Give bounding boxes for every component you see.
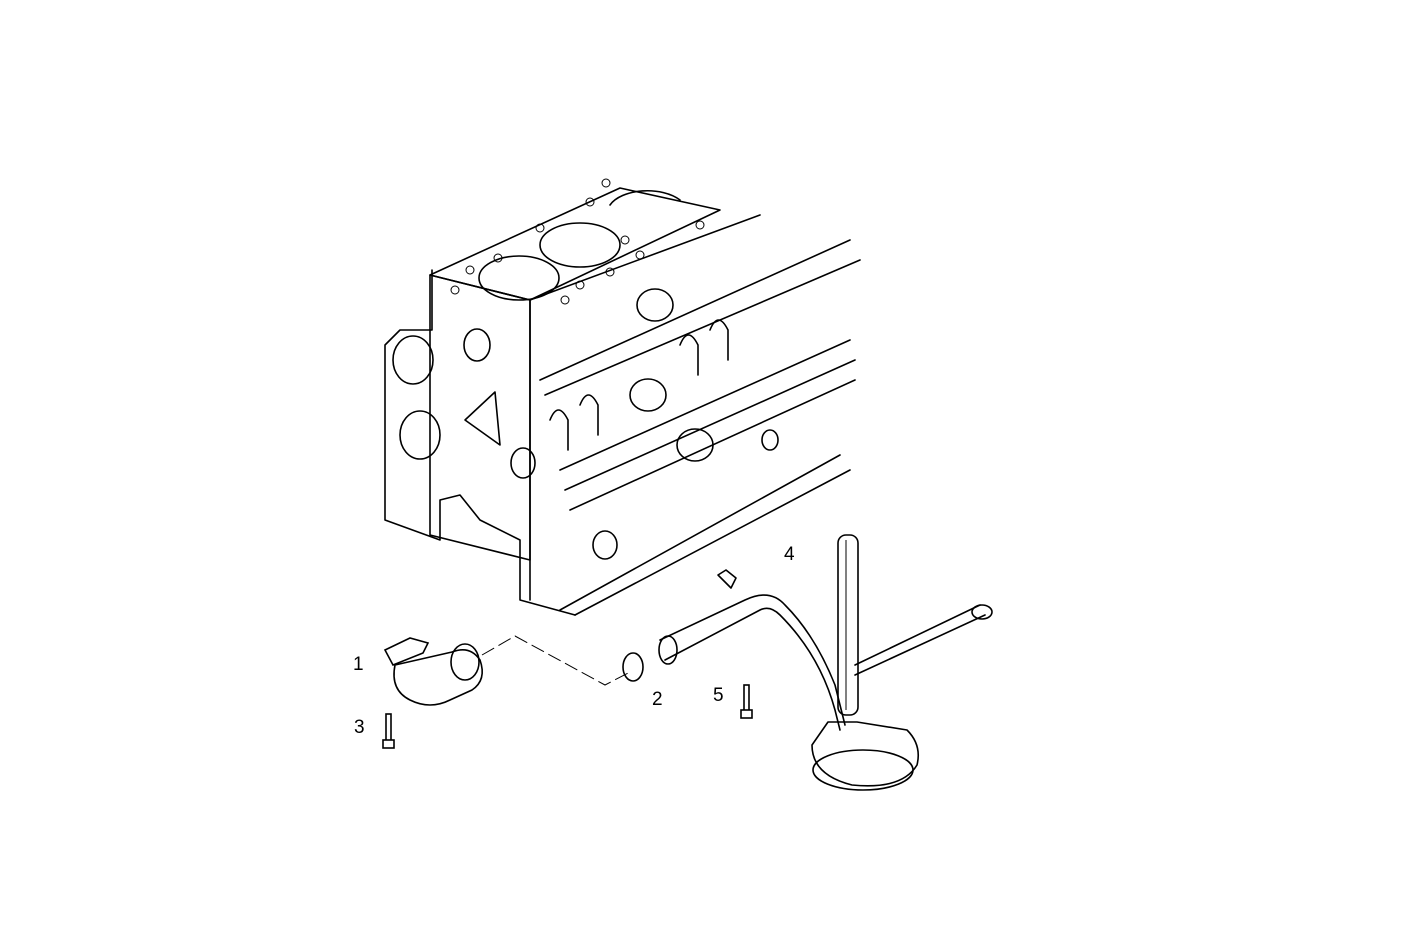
bolt-3 [382, 713, 395, 749]
elbow-fitting [383, 637, 483, 706]
callout-1: 1 [353, 654, 364, 675]
callout-2: 2 [652, 689, 663, 710]
callout-4: 4 [784, 544, 795, 565]
o-ring [622, 652, 644, 682]
callout-5: 5 [713, 685, 724, 706]
assembly-line [481, 635, 631, 686]
bolt-5 [740, 684, 753, 719]
oil-suction-pipe [658, 534, 993, 791]
callout-3: 3 [354, 717, 365, 738]
engine-block [384, 178, 861, 616]
